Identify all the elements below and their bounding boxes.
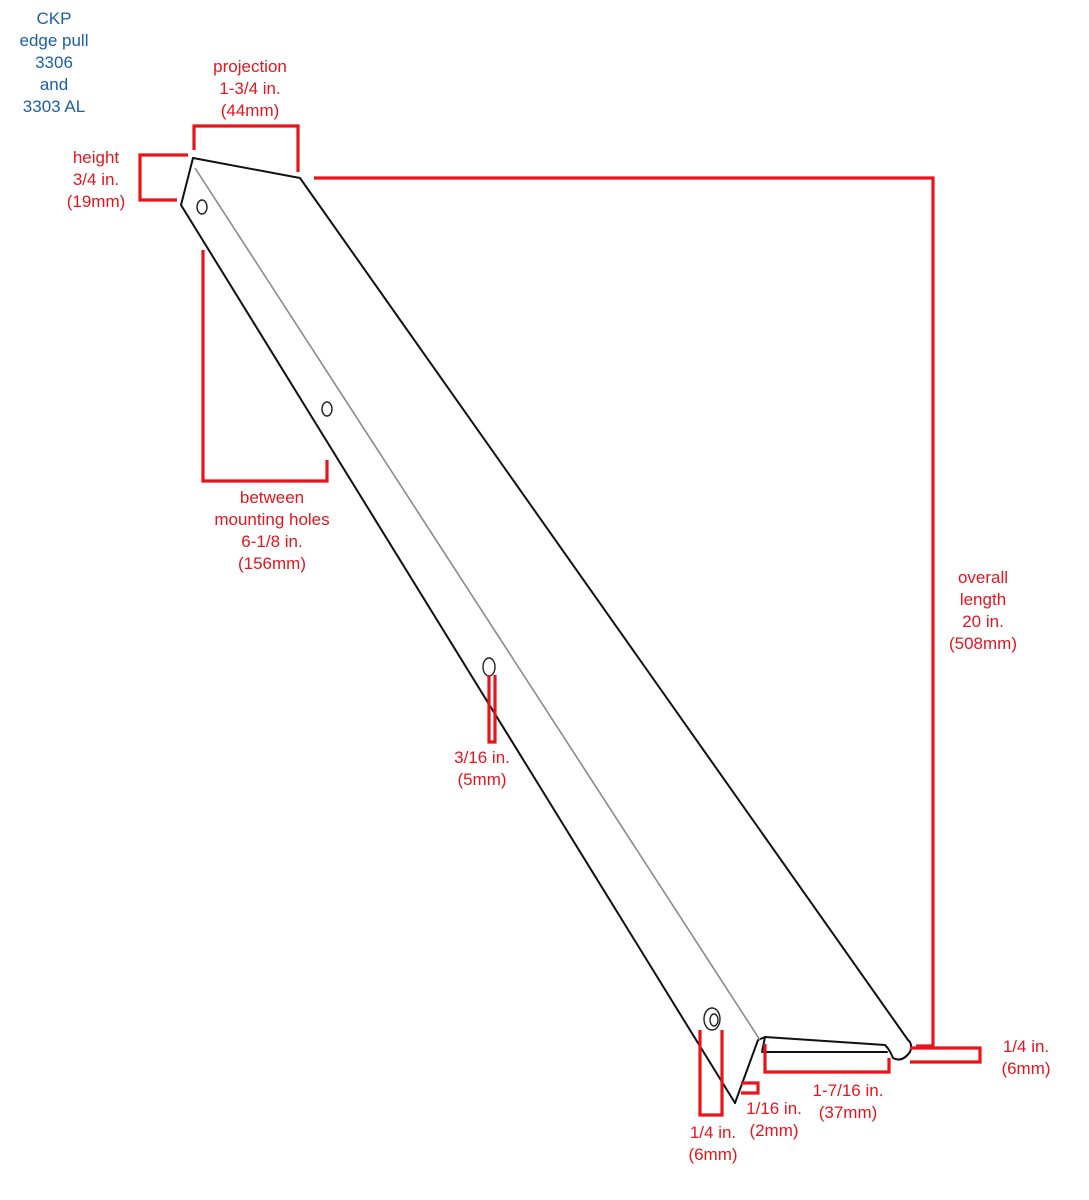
end-thickness-bracket [910,1046,982,1064]
title-line-5: 3303 AL [23,97,85,116]
gap-label: 1/16 in. (2mm) [746,1099,802,1140]
part-ridge [194,167,761,1041]
overall-length-bracket [314,176,935,1048]
hole-diameter-label: 3/16 in. (5mm) [454,748,510,789]
finger-depth-label-line-1: 1-7/16 in. [813,1081,884,1100]
between-holes-label-line-4: (156mm) [238,554,306,573]
lip-thickness-label-line-1: 1/4 in. [690,1123,736,1142]
dimension-brackets [138,124,982,1117]
projection-label-line-2: 1-3/4 in. [219,79,280,98]
title-line-3: 3306 [35,53,73,72]
overall-length-label-line-3: 20 in. [962,612,1004,631]
overall-length-label: overall length 20 in. (508mm) [949,568,1017,653]
height-label: height 3/4 in. (19mm) [67,148,126,211]
between-holes-label-line-3: 6-1/8 in. [241,532,302,551]
lip-thickness-bracket [698,1030,724,1117]
part-left-end [180,157,194,206]
lip-thickness-label-line-2: (6mm) [688,1145,737,1164]
part-title: CKP edge pull 3306 and 3303 AL [19,9,88,116]
overall-length-label-line-1: overall [958,568,1008,587]
end-thickness-label-line-1: 1/4 in. [1003,1037,1049,1056]
finger-depth-label: 1-7/16 in. (37mm) [813,1081,884,1122]
hole-diameter-bracket [487,675,497,744]
lip-thickness-label: 1/4 in. (6mm) [688,1123,737,1164]
part-end-lip [761,1036,888,1053]
end-thickness-label-line-2: (6mm) [1001,1059,1050,1078]
part-end-profile [734,1036,913,1104]
gap-label-line-1: 1/16 in. [746,1099,802,1118]
projection-label: projection 1-3/4 in. (44mm) [213,57,287,120]
height-label-line-1: height [73,148,120,167]
overall-length-label-line-4: (508mm) [949,634,1017,653]
title-line-1: CKP [37,9,72,28]
projection-label-line-3: (44mm) [221,101,280,120]
part-top-edge [192,157,909,1041]
height-label-line-2: 3/4 in. [73,170,119,189]
between-holes-label: between mounting holes 6-1/8 in. (156mm) [214,488,329,573]
mounting-hole-2 [321,401,333,417]
height-bracket [138,153,188,202]
projection-label-line-1: projection [213,57,287,76]
projection-bracket [192,124,300,172]
part-bottom-edge [180,204,736,1104]
finger-depth-bracket [763,1044,891,1074]
between-holes-label-line-1: between [240,488,304,507]
hole-diameter-label-line-1: 3/16 in. [454,748,510,767]
height-label-line-3: (19mm) [67,192,126,211]
finger-depth-label-line-2: (37mm) [819,1103,878,1122]
end-thickness-label: 1/4 in. (6mm) [1001,1037,1050,1078]
between-holes-bracket [201,250,329,483]
hole-diameter-label-line-2: (5mm) [457,770,506,789]
gap-label-line-2: (2mm) [749,1121,798,1140]
title-line-2: edge pull [19,31,88,50]
title-line-4: and [40,75,68,94]
mounting-hole-4-inner [709,1013,719,1027]
edge-pull-part [180,157,913,1104]
gap-bracket [741,1081,760,1095]
overall-length-label-line-2: length [960,590,1006,609]
between-holes-label-line-2: mounting holes [214,510,329,529]
mounting-hole-3 [482,657,496,677]
mounting-hole-1 [196,199,208,215]
